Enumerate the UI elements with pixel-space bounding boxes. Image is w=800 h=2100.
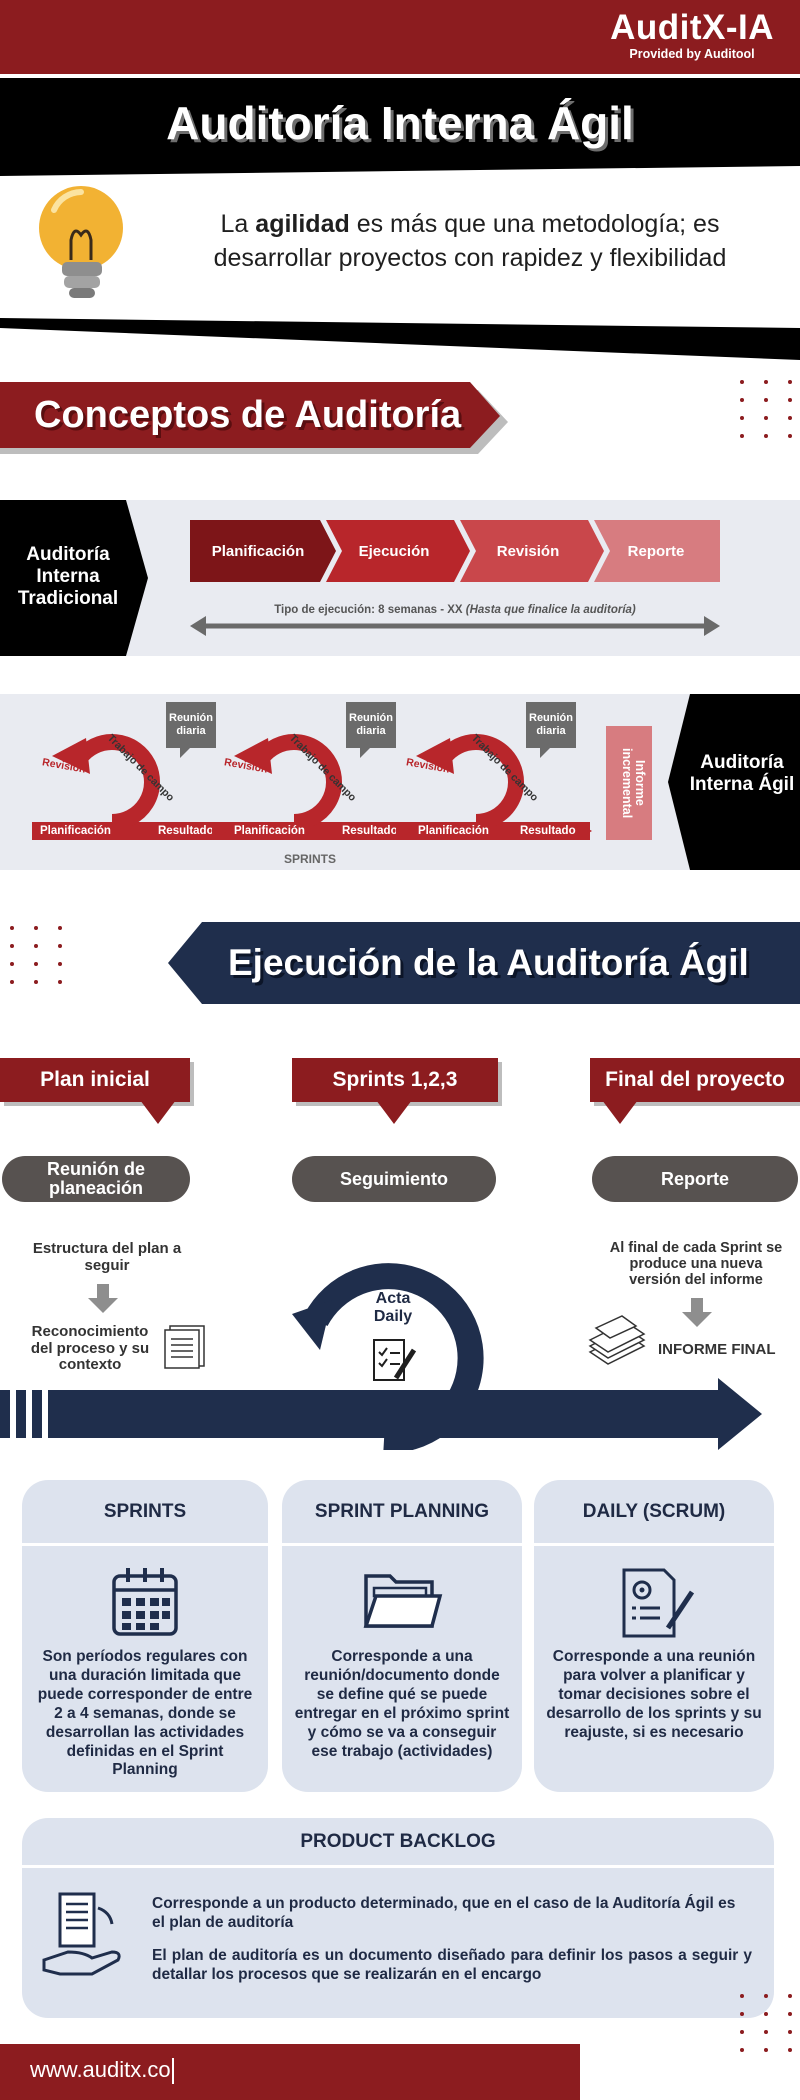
traditional-step: Reporte (627, 542, 685, 560)
stripe-2 (16, 1390, 26, 1438)
concepts-banner-shape (0, 382, 508, 454)
document-settings-icon (622, 1568, 695, 1638)
card-title: DAILY (SCRUM) (534, 1480, 774, 1546)
footer-bar (0, 2044, 580, 2100)
plan-structure-text: Estructura del plan a seguir (32, 1240, 182, 1275)
phase-banner: Plan inicial (0, 1058, 190, 1102)
stripe-3 (32, 1390, 42, 1438)
agile-label: Auditoría Interna Ágil (689, 752, 795, 795)
top-bar (0, 0, 800, 74)
brand-provided: Provided by Auditool (629, 47, 755, 61)
process-recognition-text: Reconocimiento del proceso y su contexto (30, 1323, 150, 1373)
title-band (0, 78, 800, 176)
final-report-label: INFORME FINAL (658, 1341, 776, 1358)
divider-band (0, 318, 800, 360)
traditional-steps-shapes (190, 520, 720, 582)
arrow-right-icon (396, 822, 412, 840)
results-label: Resultados (520, 825, 582, 837)
phase-pill: Seguimiento (292, 1156, 496, 1202)
sprints-label: SPRINTS (284, 852, 337, 866)
intro-text: La agilidad es más que una metodología; … (180, 208, 760, 276)
banner-pointer (140, 1100, 176, 1124)
sprint-cycle-icon (52, 734, 160, 826)
stripe-1 (0, 1390, 10, 1438)
card-text: Corresponde a una reunión/documento dond… (294, 1648, 510, 1760)
phase-banner: Final del proyecto (590, 1058, 800, 1102)
lightbulb-icon (39, 186, 123, 298)
concepts-heading: Conceptos de Auditoría (34, 394, 462, 436)
paper-stack-icon (588, 1315, 646, 1365)
card-sprints: SPRINTS Son períodos regulares con una d… (22, 1480, 268, 1792)
results-label: Resultados (342, 825, 404, 837)
traditional-step: Planificación (211, 542, 305, 560)
card-sprint-planning: SPRINT PLANNING Corresponde a una reunió… (282, 1480, 522, 1792)
card-title: SPRINTS (22, 1480, 268, 1546)
brand-logo: AuditX-IA Provided by Auditool (610, 10, 774, 61)
card-text: Corresponde a una reunión para volver a … (546, 1648, 762, 1741)
traditional-label: Auditoría Interna Tradicional (17, 544, 119, 609)
banner-pointer (602, 1100, 638, 1124)
agile-panel (0, 694, 800, 870)
progress-arrow (48, 1378, 762, 1450)
banner-pointer (376, 1100, 412, 1124)
arrow-down-icon (682, 1298, 712, 1327)
folder-icon (363, 1574, 443, 1628)
sprint-cycle-icon (234, 734, 342, 826)
hand-document-icon (42, 1892, 121, 1976)
execution-heading: Ejecución de la Auditoría Ágil (228, 942, 749, 983)
planning-label: Planificación (418, 825, 489, 837)
phase-pill: Reporte (592, 1156, 798, 1202)
traditional-step: Ejecución (358, 542, 430, 560)
planning-label: Planificación (40, 825, 111, 837)
footer-separator (172, 2058, 174, 2084)
timeline-italic: (Hasta que finalice la auditoría) (465, 604, 636, 616)
brand-name: AuditX-IA (610, 8, 774, 47)
calendar-icon (112, 1568, 178, 1636)
documents-icon (164, 1325, 205, 1369)
footer-url[interactable]: www.auditx.co (30, 2057, 171, 2082)
agile-baseline (32, 822, 590, 840)
dots-decoration-right (740, 380, 794, 438)
traditional-label-shape (0, 500, 148, 656)
daily-meeting-tag: Reunión diaria (526, 702, 576, 758)
results-label: Resultados (158, 825, 220, 837)
incremental-report-label: Informe incremental (619, 747, 647, 819)
agile-label-shape (668, 694, 800, 870)
planning-label: Planificación (234, 825, 305, 837)
sprint-cycle-icon (416, 734, 524, 826)
card-title: SPRINT PLANNING (282, 1480, 522, 1546)
intro-suffix: es más que una metodología; es desarroll… (213, 210, 727, 272)
arrow-right-icon (212, 822, 228, 840)
backlog-title: PRODUCT BACKLOG (22, 1818, 774, 1868)
backlog-paragraph-1: Corresponde a un producto determinado, q… (152, 1895, 736, 1932)
phase-banner: Sprints 1,2,3 (292, 1058, 498, 1102)
intro-prefix: La (220, 210, 256, 238)
page-title: Auditoría Interna Ágil (166, 97, 634, 149)
timeline-arrow (190, 616, 720, 636)
phase-pill: Reunión de planeación (2, 1156, 190, 1202)
timeline-prefix: Tipo de ejecución: 8 semanas - XX (274, 604, 466, 616)
acta-daily-label: Acta Daily (373, 1290, 413, 1325)
daily-meeting-tag: Reunión diaria (166, 702, 216, 758)
arrow-right-icon (576, 822, 592, 840)
sprint-report-text: Al final de cada Sprint se produce una n… (609, 1240, 783, 1289)
arrow-down-icon (88, 1284, 118, 1313)
product-backlog-card: PRODUCT BACKLOG Corresponde a un product… (22, 1818, 774, 2018)
dots-decoration-left (10, 926, 64, 984)
intro-bold: agilidad (255, 210, 350, 238)
execution-banner-shape (168, 922, 800, 1004)
incremental-report-box (606, 726, 652, 840)
daily-meeting-tag: Reunión diaria (346, 702, 396, 758)
traditional-step: Revisión (496, 542, 560, 560)
card-daily: DAILY (SCRUM) Corresponde a una reunión … (534, 1480, 774, 1792)
timeline-text: Tipo de ejecución: 8 semanas - XX (Hasta… (230, 604, 680, 616)
clipboard-pen-icon (373, 1339, 417, 1381)
card-text: Son períodos regulares con una duración … (37, 1648, 253, 1779)
backlog-paragraph-2: El plan de auditoría es un documento dis… (152, 1947, 752, 1984)
dots-decoration-bottom (740, 1994, 794, 2052)
